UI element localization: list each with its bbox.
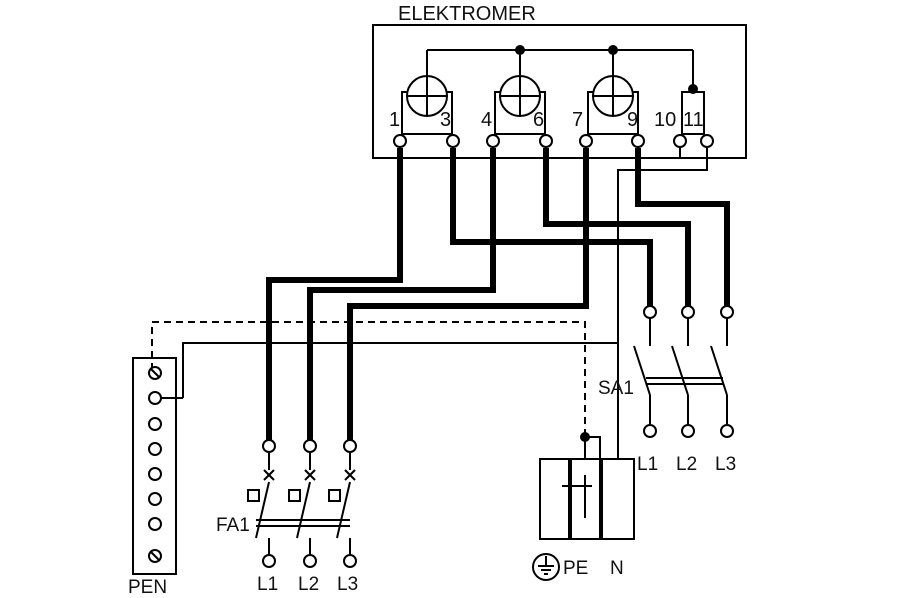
switch-blade bbox=[633, 345, 651, 396]
breaker-label: FA1 bbox=[216, 515, 250, 536]
wire-sa1-l1-to-meter-3 bbox=[450, 148, 653, 307]
switch-blade bbox=[671, 345, 689, 396]
meter-terminal bbox=[486, 134, 500, 148]
switch-sa1: SA1 L1 L2 L3 bbox=[598, 305, 736, 475]
pen-bar-terminal bbox=[148, 391, 162, 405]
meter-terminal bbox=[446, 134, 460, 148]
meter-box bbox=[372, 24, 747, 159]
input-label-l2: L2 bbox=[676, 454, 697, 475]
pen-bar-terminal bbox=[148, 417, 162, 431]
output-label-l3: L3 bbox=[337, 574, 358, 595]
output-label-l1: L1 bbox=[257, 574, 278, 595]
pe-label: PE bbox=[563, 558, 588, 579]
neutral-wires bbox=[151, 148, 708, 459]
breaker-terminal bbox=[343, 439, 357, 453]
switch-terminal bbox=[681, 424, 695, 438]
terminal-label: 4 bbox=[481, 109, 492, 131]
wire-meter-1-to-fa1 bbox=[266, 148, 403, 441]
wire-pe-dashed bbox=[151, 321, 586, 437]
meter-terminal bbox=[393, 134, 407, 148]
pen-bar-terminal bbox=[148, 467, 162, 481]
pen-bar-terminal bbox=[148, 366, 162, 380]
switch-terminal bbox=[643, 305, 657, 319]
pen-bar-terminal bbox=[148, 517, 162, 531]
pen-bar-terminal bbox=[148, 442, 162, 456]
meter-terminal bbox=[673, 134, 687, 148]
output-label-l2: L2 bbox=[298, 574, 319, 595]
breaker-terminal bbox=[303, 439, 317, 453]
terminal-label: 9 bbox=[627, 109, 638, 131]
meter-terminal bbox=[631, 134, 645, 148]
phase-wires bbox=[266, 148, 730, 441]
switch-label: SA1 bbox=[598, 378, 634, 399]
input-label-l3: L3 bbox=[715, 454, 736, 475]
wire-neutral-to-pen-bar bbox=[182, 342, 618, 398]
switch-blade bbox=[710, 345, 728, 396]
wire-meter-11-to-n bbox=[617, 148, 708, 437]
switch-terminal bbox=[681, 305, 695, 319]
switch-terminal bbox=[643, 424, 657, 438]
breaker-terminal bbox=[303, 554, 317, 568]
breaker-terminal bbox=[343, 554, 357, 568]
breaker-terminal bbox=[262, 554, 276, 568]
pen-bar-terminal bbox=[148, 492, 162, 506]
wire-meter-7-to-fa1 bbox=[347, 148, 589, 441]
input-label-l1: L1 bbox=[637, 454, 658, 475]
terminal-block bbox=[570, 458, 601, 540]
terminal-block bbox=[601, 458, 635, 540]
switch-terminal bbox=[720, 424, 734, 438]
switch-terminal bbox=[720, 305, 734, 319]
meter-title: ELEKTROMER bbox=[398, 3, 536, 25]
terminal-block bbox=[539, 458, 570, 540]
breaker-fa1: FA1 L1 L2 L3 bbox=[216, 439, 358, 595]
measuring-element-2 bbox=[494, 75, 546, 135]
ground-icon bbox=[532, 553, 560, 581]
terminal-label: 1 bbox=[389, 109, 400, 131]
meter-terminal bbox=[579, 134, 593, 148]
neutral-element bbox=[681, 91, 705, 135]
measuring-element-1 bbox=[401, 75, 453, 135]
pe-n-terminal-block: PE N bbox=[532, 458, 635, 581]
meter-terminal bbox=[539, 134, 553, 148]
junction-dot bbox=[515, 45, 525, 55]
junction-dot bbox=[580, 432, 590, 442]
measuring-element-3 bbox=[587, 75, 639, 135]
n-label: N bbox=[610, 558, 624, 579]
meter: ELEKTROMER 1 3 bbox=[372, 3, 747, 159]
pen-bar-label: PEN bbox=[128, 577, 167, 598]
breaker-contacts bbox=[247, 452, 356, 556]
terminal-label: 6 bbox=[533, 109, 544, 131]
pen-bar-body bbox=[132, 357, 177, 575]
terminal-label: 7 bbox=[572, 109, 583, 131]
terminal-label: 3 bbox=[440, 109, 451, 131]
terminal-label: 10 bbox=[654, 109, 676, 131]
breaker-terminal bbox=[262, 439, 276, 453]
pen-bar-terminal bbox=[148, 549, 162, 563]
wire-sa1-l3-to-meter-9 bbox=[635, 148, 730, 307]
pen-bar: PEN bbox=[128, 357, 177, 598]
junction-dot bbox=[608, 45, 618, 55]
wire-meter-4-to-fa1 bbox=[307, 148, 496, 441]
meter-terminal bbox=[700, 134, 714, 148]
terminal-label: 11 bbox=[683, 109, 704, 131]
